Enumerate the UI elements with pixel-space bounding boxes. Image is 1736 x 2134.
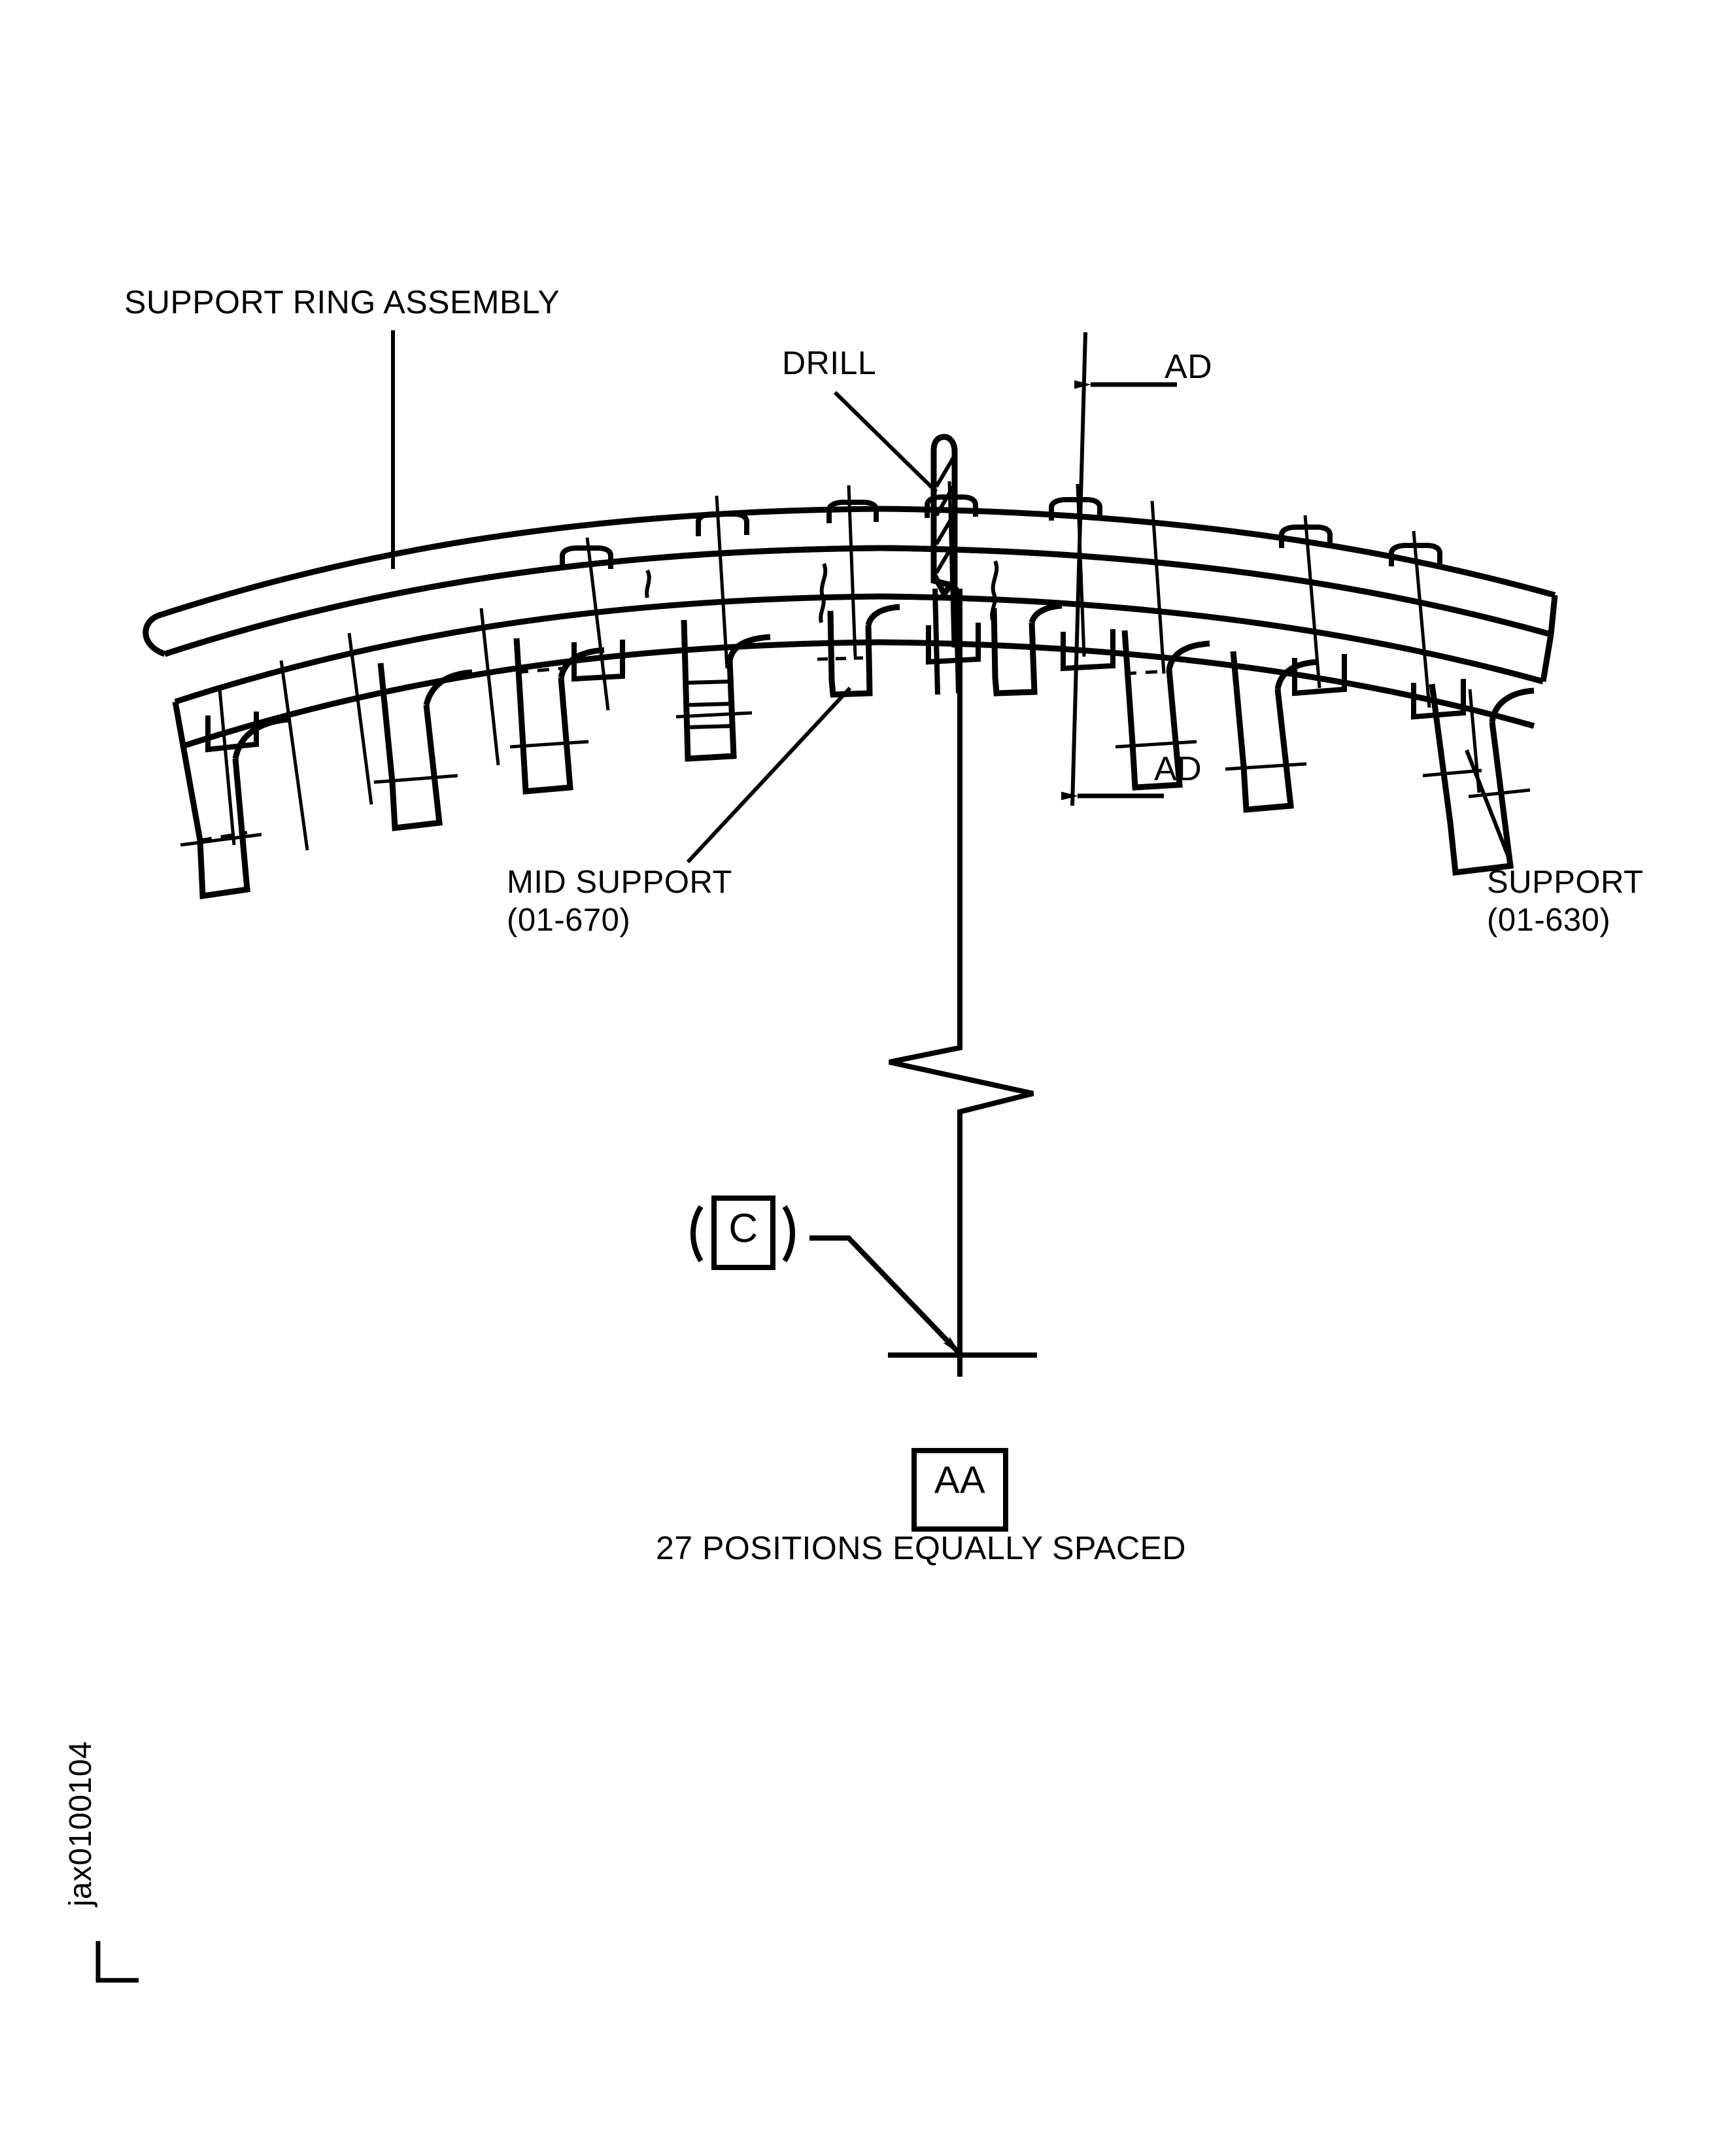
flange-joint-line <box>645 560 999 623</box>
datum-reference-symbol-c <box>690 1196 962 1356</box>
nut-block <box>1061 629 1115 672</box>
corner-mark-icon <box>95 1941 139 1983</box>
bolt-head <box>696 511 749 536</box>
leader-drill <box>833 390 938 494</box>
nut-block <box>571 640 625 682</box>
leader-mid-support <box>686 686 852 864</box>
label-support-part-number: (01-630) <box>1487 903 1611 938</box>
nut-block <box>1411 679 1466 720</box>
datum-letter-c: C <box>728 1206 758 1251</box>
label-mid-support: MID SUPPORT <box>507 865 732 900</box>
label-mid-support-part-number: (01-670) <box>507 903 631 938</box>
drawing-number: jax0100104 <box>63 1741 98 1907</box>
bolt-head <box>826 500 879 523</box>
label-support: SUPPORT <box>1487 865 1644 900</box>
section-letter-aa: AA <box>934 1459 986 1502</box>
support-leg <box>373 663 473 832</box>
label-ad-top: AD <box>1165 348 1213 386</box>
nut-block <box>1292 654 1347 697</box>
positions-note: 27 POSITIONS EQUALLY SPACED <box>656 1530 1187 1566</box>
support-leg <box>1115 630 1210 791</box>
leader-support <box>1465 749 1512 863</box>
drill-axis-centerline <box>889 589 1034 1377</box>
label-support-ring-assembly: SUPPORT RING ASSEMBLY <box>124 284 560 320</box>
nut-block <box>926 623 981 665</box>
support-leg-right <box>1422 683 1535 876</box>
label-ad-bottom: AD <box>1154 750 1202 788</box>
label-drill: DRILL <box>782 345 877 381</box>
fastener-centerline <box>218 481 1431 851</box>
mid-support-stud <box>675 619 771 762</box>
support-leg <box>1225 651 1319 813</box>
nut-block <box>205 712 259 753</box>
bolt-head <box>1049 497 1102 521</box>
support-leg <box>817 604 900 698</box>
cutting-plane-line-ad <box>1070 332 1087 806</box>
section-callout-box-aa <box>911 1448 1008 1532</box>
zigzag-break-icon <box>889 1045 1034 1116</box>
drill-bit-icon <box>930 434 961 695</box>
support-leg <box>991 602 1063 697</box>
